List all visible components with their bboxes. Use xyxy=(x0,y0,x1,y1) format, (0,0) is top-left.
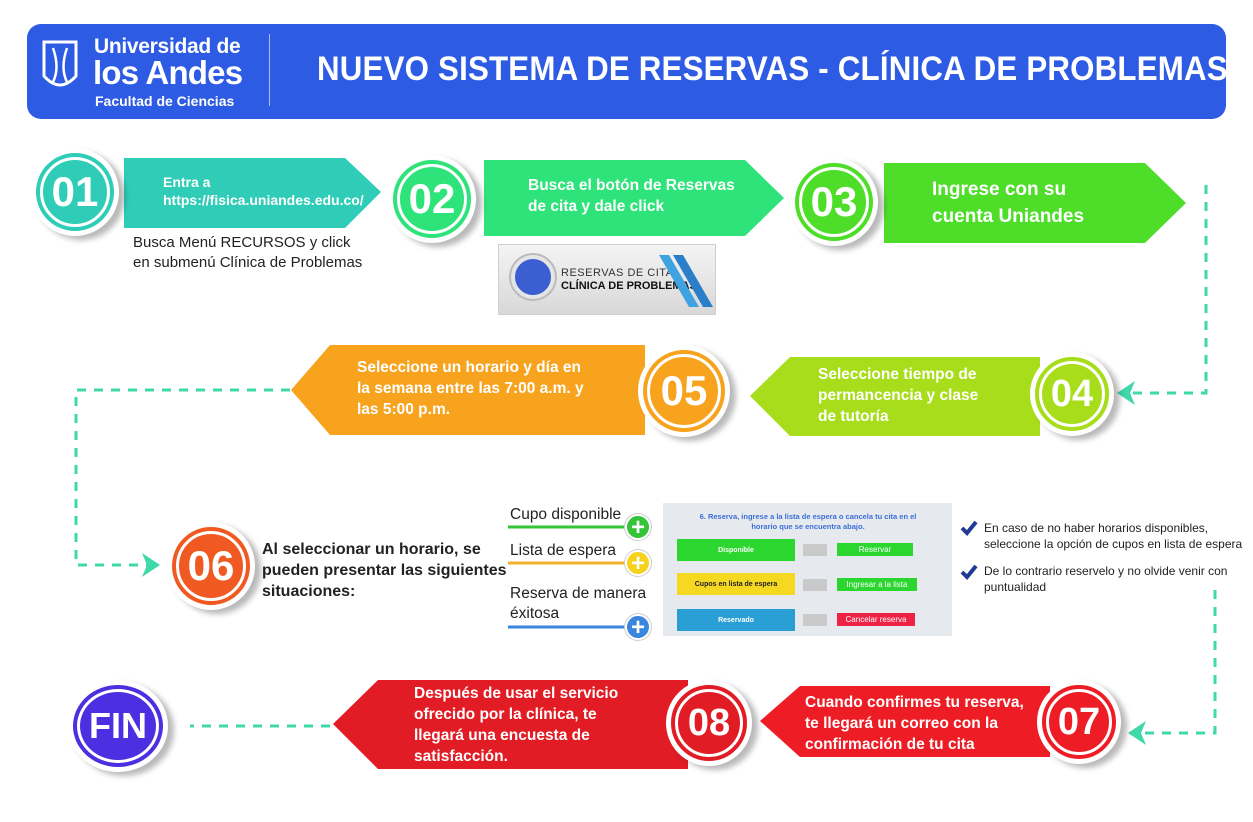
page-title: NUEVO SISTEMA DE RESERVAS - CLÍNICA DE P… xyxy=(317,50,1228,88)
step-02-text-line2: de cita y dale click xyxy=(528,198,665,215)
step-03-number: 03 xyxy=(799,167,869,237)
screenshot-row-disponible: Disponible xyxy=(677,539,795,561)
step-08-circle: 08 xyxy=(666,680,752,766)
step-03-text-line1: Ingrese con su xyxy=(932,179,1067,200)
step-06-text-line1: Al seleccionar un horario, se xyxy=(262,541,481,558)
screenshot-btn-reservar[interactable]: Reservar xyxy=(837,543,913,556)
legend-reserva-line1: Reserva de manera xyxy=(510,585,647,602)
step-06-circle: 06 xyxy=(167,522,255,610)
step-02-circle: 02 xyxy=(388,155,476,243)
header-banner: Universidad de los Andes Facultad de Cie… xyxy=(27,24,1228,119)
screenshot-title-line1: 6. Reserva, ingrese a la lista de espera… xyxy=(699,512,917,521)
university-shield-icon xyxy=(42,40,78,87)
connector-06-07 xyxy=(1140,590,1217,735)
note-2-line1: De lo contrario reservelo y no olvide ve… xyxy=(984,564,1228,578)
step-04-text-line3: de tutoría xyxy=(818,408,889,425)
step-02-number: 02 xyxy=(397,164,467,234)
step-04-text-line2: permancencia y clase xyxy=(818,387,979,404)
step-07-text-line2: te llegará un correo con la xyxy=(805,715,998,732)
legend-lista-espera: Lista de espera xyxy=(510,542,616,559)
connector-arrowhead-06 xyxy=(142,553,160,577)
reserva-shield-icon xyxy=(511,255,555,299)
step-05-circle: 05 xyxy=(638,345,730,437)
reserva-button-line2: CLÍNICA DE PROBLEMAS xyxy=(561,280,697,292)
screenshot-btn-cancelar[interactable]: Cancelar reserva xyxy=(837,613,915,626)
note-1-line2: seleccione la opción de cupos en lista d… xyxy=(984,537,1243,551)
step-08-text-line4: satisfacción. xyxy=(414,748,508,765)
legend-reserva-line2: éxitosa xyxy=(510,605,560,622)
step-08-text-line3: llegará una encuesta de xyxy=(414,727,590,744)
legend-cupo-disponible: Cupo disponible xyxy=(510,506,622,523)
connector-arrowhead-07 xyxy=(1128,721,1146,745)
step-02-text-line1: Busca el botón de Reservas xyxy=(528,177,735,194)
step-01-sub-line1: Busca Menú RECURSOS y click xyxy=(133,234,351,251)
screenshot-btn-ingresar[interactable]: Ingresar a la lista xyxy=(837,578,917,591)
step-08-number: 08 xyxy=(675,689,743,757)
plus-green-icon: + xyxy=(625,514,651,540)
checkmark-icon xyxy=(960,520,978,536)
reservation-screenshot: 6. Reserva, ingrese a la lista de espera… xyxy=(663,503,952,636)
screenshot-row-lista: Cupos en lista de espera xyxy=(677,573,795,595)
plus-blue-icon: + xyxy=(625,614,651,640)
step-07-text-line3: confirmación de tu cita xyxy=(805,736,975,753)
step-06-text-line2: pueden presentar las siguientes xyxy=(262,562,507,579)
screenshot-arrow-2 xyxy=(803,579,827,591)
connector-arrowhead-04 xyxy=(1117,381,1135,405)
step-05-text-line3: las 5:00 p.m. xyxy=(357,401,451,418)
screenshot-arrow-3 xyxy=(803,614,827,626)
step-07-text-line1: Cuando confirmes tu reserva, xyxy=(805,694,1024,711)
connector-03-04 xyxy=(1130,185,1208,395)
step-01-sub-line2: en submenú Clínica de Problemas xyxy=(133,254,363,271)
step-06-number: 06 xyxy=(176,531,246,601)
step-07-circle: 07 xyxy=(1037,680,1121,764)
reserva-button-line1: RESERVAS DE CITA xyxy=(561,267,674,279)
step-04-text-line1: Seleccione tiempo de xyxy=(818,366,977,383)
note-1-line1: En caso de no haber horarios disponibles… xyxy=(984,521,1209,535)
logo-andes-text: los Andes xyxy=(93,54,243,91)
note-2-line2: puntualidad xyxy=(984,580,1047,594)
step-08-text-line2: ofrecido por la clínica, te xyxy=(414,706,597,723)
step-04-circle: 04 xyxy=(1030,352,1114,436)
step-04-number: 04 xyxy=(1039,361,1105,427)
step-07-number: 07 xyxy=(1046,689,1112,755)
header-divider xyxy=(269,34,270,106)
step-03-circle: 03 xyxy=(790,158,878,246)
step-05-number: 05 xyxy=(647,354,721,428)
fin-circle: FIN xyxy=(68,680,168,772)
step-08-text-line1: Después de usar el servicio xyxy=(414,685,619,702)
plus-yellow-icon: + xyxy=(625,550,651,576)
step-01-circle: 01 xyxy=(31,148,119,236)
screenshot-row-reservado: Reservado xyxy=(677,609,795,631)
fin-label: FIN xyxy=(77,689,159,763)
reserva-stripes-icon xyxy=(659,255,713,307)
step-01-text-line1: Entra a xyxy=(163,174,211,190)
screenshot-arrow-1 xyxy=(803,544,827,556)
checkmark-icon xyxy=(960,564,978,580)
step-03-text-line2: cuenta Uniandes xyxy=(932,206,1085,227)
step-05-text-line1: Seleccione un horario y día en xyxy=(357,359,581,376)
step-05-text-line2: la semana entre las 7:00 a.m. y xyxy=(357,380,584,397)
step-06-text-line3: situaciones: xyxy=(262,583,356,600)
logo-faculty-text: Facultad de Ciencias xyxy=(95,93,235,109)
step-03-arrow xyxy=(884,163,1186,243)
step-01-number: 01 xyxy=(40,157,110,227)
reserva-button-image: RESERVAS DE CITA CLÍNICA DE PROBLEMAS xyxy=(498,244,716,315)
logo-university-text: Universidad de xyxy=(94,35,241,58)
step-01-url[interactable]: https://fisica.uniandes.edu.co/ xyxy=(163,192,364,208)
screenshot-title-line2: horario que se encuentra abajo. xyxy=(751,522,865,531)
